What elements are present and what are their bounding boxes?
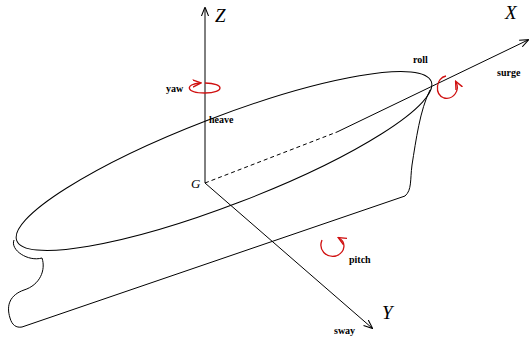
- rotation-arrows: [189, 76, 457, 256]
- motion-name: roll: [413, 55, 428, 65]
- axis-name: Z: [215, 6, 226, 25]
- motion-name: heave: [209, 115, 233, 125]
- deck-outline: [1, 40, 447, 281]
- hull: [1, 40, 447, 327]
- x-axis: [337, 40, 528, 132]
- x-axis-hidden: [205, 132, 337, 183]
- bow-section: [405, 90, 430, 196]
- origin-name: G: [191, 177, 200, 190]
- axis-name: Y: [382, 303, 393, 322]
- yaw-arrow: [189, 83, 220, 93]
- z-axis: [205, 8, 206, 183]
- stern-section: [9, 240, 44, 327]
- y-axis: [205, 183, 372, 328]
- axis-name: X: [505, 3, 517, 22]
- axes: [205, 8, 528, 328]
- motion-name: yaw: [166, 84, 183, 94]
- motion-name: surge: [497, 68, 520, 78]
- roll-arrow: [437, 76, 457, 98]
- motion-name: pitch: [349, 255, 371, 265]
- motion-name: sway: [334, 326, 355, 336]
- pitch-arrow: [321, 238, 344, 256]
